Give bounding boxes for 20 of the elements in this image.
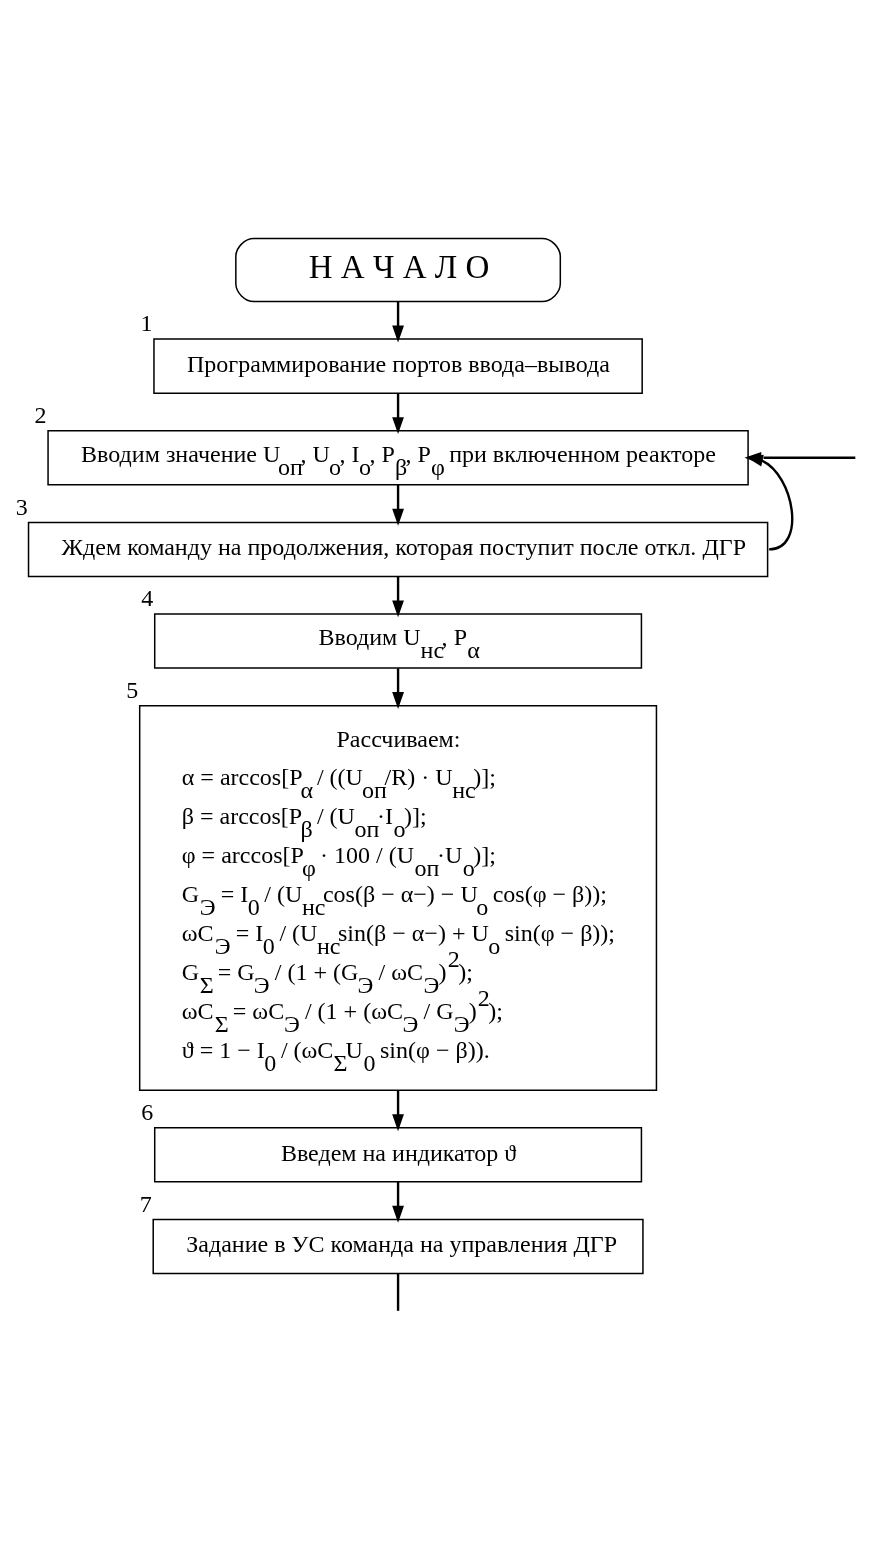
node-box: Введем на индикатор ϑ (153, 1127, 642, 1183)
node-label: 6 (140, 1098, 153, 1125)
arrow (391, 1090, 404, 1132)
node-label: 4 (140, 585, 153, 612)
arrow (391, 302, 404, 343)
node-label: 2 (34, 401, 47, 428)
connector (396, 1273, 399, 1311)
arrow (391, 484, 404, 526)
arrow (391, 668, 404, 709)
node-box: Программирование портов ввода–вывода (152, 338, 643, 394)
node-box: Н А Ч А Л О (234, 237, 561, 303)
arrow (391, 576, 404, 618)
node-box: Задание в УС команда на управления ДГР (151, 1218, 644, 1275)
arrow (391, 1181, 404, 1223)
node-label: 5 (125, 676, 138, 703)
arrow (391, 393, 404, 435)
node-label: 7 (139, 1190, 152, 1217)
node-box: Ждем команду на продолжения, которая поступит после откл. ДГР (27, 521, 768, 578)
node-label: 3 (15, 493, 28, 520)
node-label: 1 (139, 310, 152, 337)
